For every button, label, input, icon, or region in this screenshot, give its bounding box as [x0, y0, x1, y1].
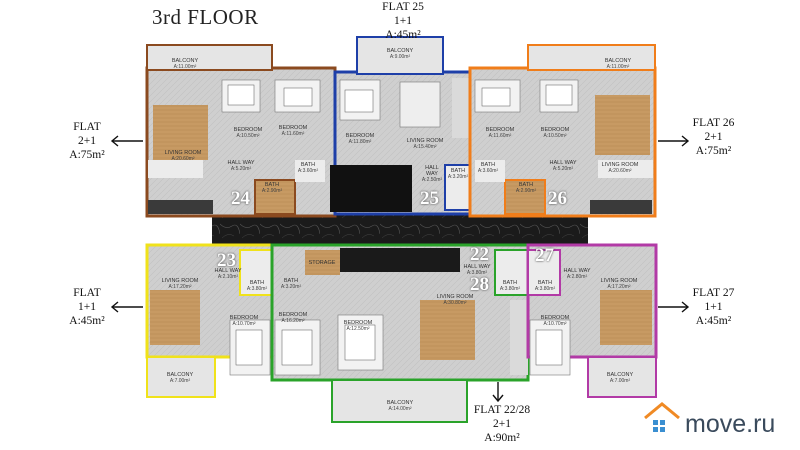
flat-number-28: 28 [470, 274, 489, 295]
house-grid-icon [644, 402, 680, 432]
corridor [212, 212, 588, 248]
room-storage: Storage [308, 260, 336, 266]
floor-title: 3rd FLOOR [152, 5, 259, 29]
logo-text[interactable]: move.ru [685, 410, 776, 438]
flat-number-22: 22 [470, 244, 489, 265]
balcony-2228 [331, 379, 468, 423]
balcony-27 [587, 356, 657, 398]
balcony-23 [146, 356, 216, 398]
arrow-flat24 [110, 135, 143, 147]
flat-number-26: 26 [548, 188, 567, 209]
balcony-24 [146, 44, 273, 71]
arrow-flat27 [658, 301, 690, 313]
flat-number-25: 25 [420, 188, 439, 209]
balcony-25 [356, 36, 444, 75]
balcony-26 [527, 44, 656, 71]
arrow-flat2228 [492, 382, 504, 403]
arrow-flat26 [658, 135, 690, 147]
flat-number-27: 27 [535, 245, 554, 266]
arrow-flat23 [110, 301, 143, 313]
flat-number-23: 23 [217, 250, 236, 271]
flat-number-24: 24 [231, 188, 250, 209]
